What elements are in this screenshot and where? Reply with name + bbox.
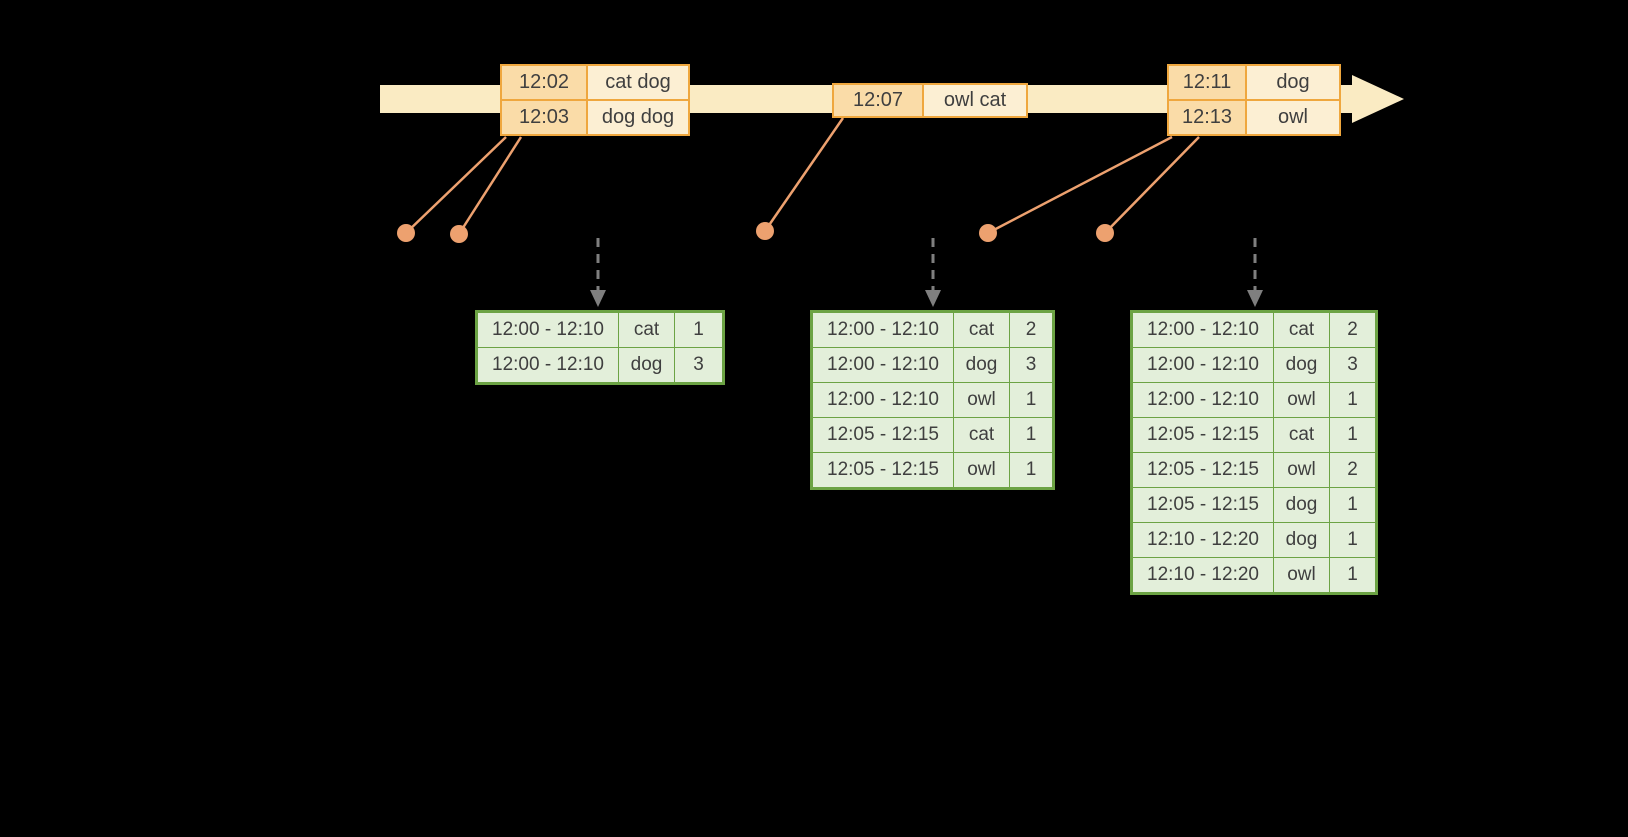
count-cell: 1 [1329, 418, 1375, 452]
window-cell: 12:00 - 12:10 [813, 348, 953, 382]
event-words-cell: owl [1245, 101, 1339, 134]
event-words-cell: dog [1245, 66, 1339, 99]
window-cell: 12:05 - 12:15 [1133, 488, 1273, 522]
event-dot [450, 225, 468, 243]
window-cell: 12:05 - 12:15 [813, 453, 953, 487]
connector-line [405, 136, 507, 234]
word-cell: dog [1273, 348, 1329, 382]
window-cell: 12:00 - 12:10 [478, 348, 618, 382]
count-cell: 1 [1009, 418, 1052, 452]
event-dot [1096, 224, 1114, 242]
window-cell: 12:00 - 12:10 [813, 313, 953, 347]
count-cell: 3 [674, 348, 722, 382]
word-cell: owl [1273, 453, 1329, 487]
event-time-cell: 12:02 [502, 66, 586, 99]
event-time-cell: 12:11 [1169, 66, 1245, 99]
window-cell: 12:00 - 12:10 [478, 313, 618, 347]
word-cell: cat [953, 313, 1009, 347]
window-cell: 12:10 - 12:20 [1133, 523, 1273, 557]
word-cell: owl [953, 383, 1009, 417]
event-words-cell: cat dog [586, 66, 688, 99]
count-cell: 2 [1009, 313, 1052, 347]
window-cell: 12:00 - 12:10 [1133, 348, 1273, 382]
event-time-cell: 12:03 [502, 101, 586, 134]
word-cell: dog [618, 348, 674, 382]
event-dot [397, 224, 415, 242]
window-cell: 12:00 - 12:10 [1133, 313, 1273, 347]
word-cell: cat [1273, 313, 1329, 347]
word-cell: dog [953, 348, 1009, 382]
word-cell: owl [1273, 558, 1329, 592]
window-cell: 12:00 - 12:10 [1133, 383, 1273, 417]
word-cell: cat [1273, 418, 1329, 452]
count-cell: 2 [1329, 313, 1375, 347]
trigger-arrow [925, 238, 941, 307]
word-cell: owl [953, 453, 1009, 487]
count-cell: 1 [1329, 523, 1375, 557]
window-cell: 12:10 - 12:20 [1133, 558, 1273, 592]
count-cell: 3 [1009, 348, 1052, 382]
trigger-arrow [1247, 238, 1263, 307]
count-cell: 1 [1329, 488, 1375, 522]
event-time-cell: 12:07 [834, 85, 922, 116]
word-cell: cat [618, 313, 674, 347]
event-time-cell: 12:13 [1169, 101, 1245, 134]
window-cell: 12:00 - 12:10 [813, 383, 953, 417]
count-cell: 1 [1009, 453, 1052, 487]
event-dot [979, 224, 997, 242]
connector-line [987, 135, 1173, 235]
count-cell: 1 [1329, 558, 1375, 592]
word-cell: dog [1273, 523, 1329, 557]
count-cell: 3 [1329, 348, 1375, 382]
window-cell: 12:05 - 12:15 [1133, 418, 1273, 452]
event-dot [756, 222, 774, 240]
event-words-cell: dog dog [586, 101, 688, 134]
word-cell: cat [953, 418, 1009, 452]
window-cell: 12:05 - 12:15 [1133, 453, 1273, 487]
trigger-arrow [590, 238, 606, 307]
count-cell: 2 [1329, 453, 1375, 487]
count-cell: 1 [674, 313, 722, 347]
word-cell: dog [1273, 488, 1329, 522]
connector-line [763, 117, 845, 232]
event-words-cell: owl cat [922, 85, 1026, 116]
connector-line [1104, 136, 1200, 234]
word-cell: owl [1273, 383, 1329, 417]
window-cell: 12:05 - 12:15 [813, 418, 953, 452]
connector-line [457, 136, 523, 235]
count-cell: 1 [1009, 383, 1052, 417]
count-cell: 1 [1329, 383, 1375, 417]
